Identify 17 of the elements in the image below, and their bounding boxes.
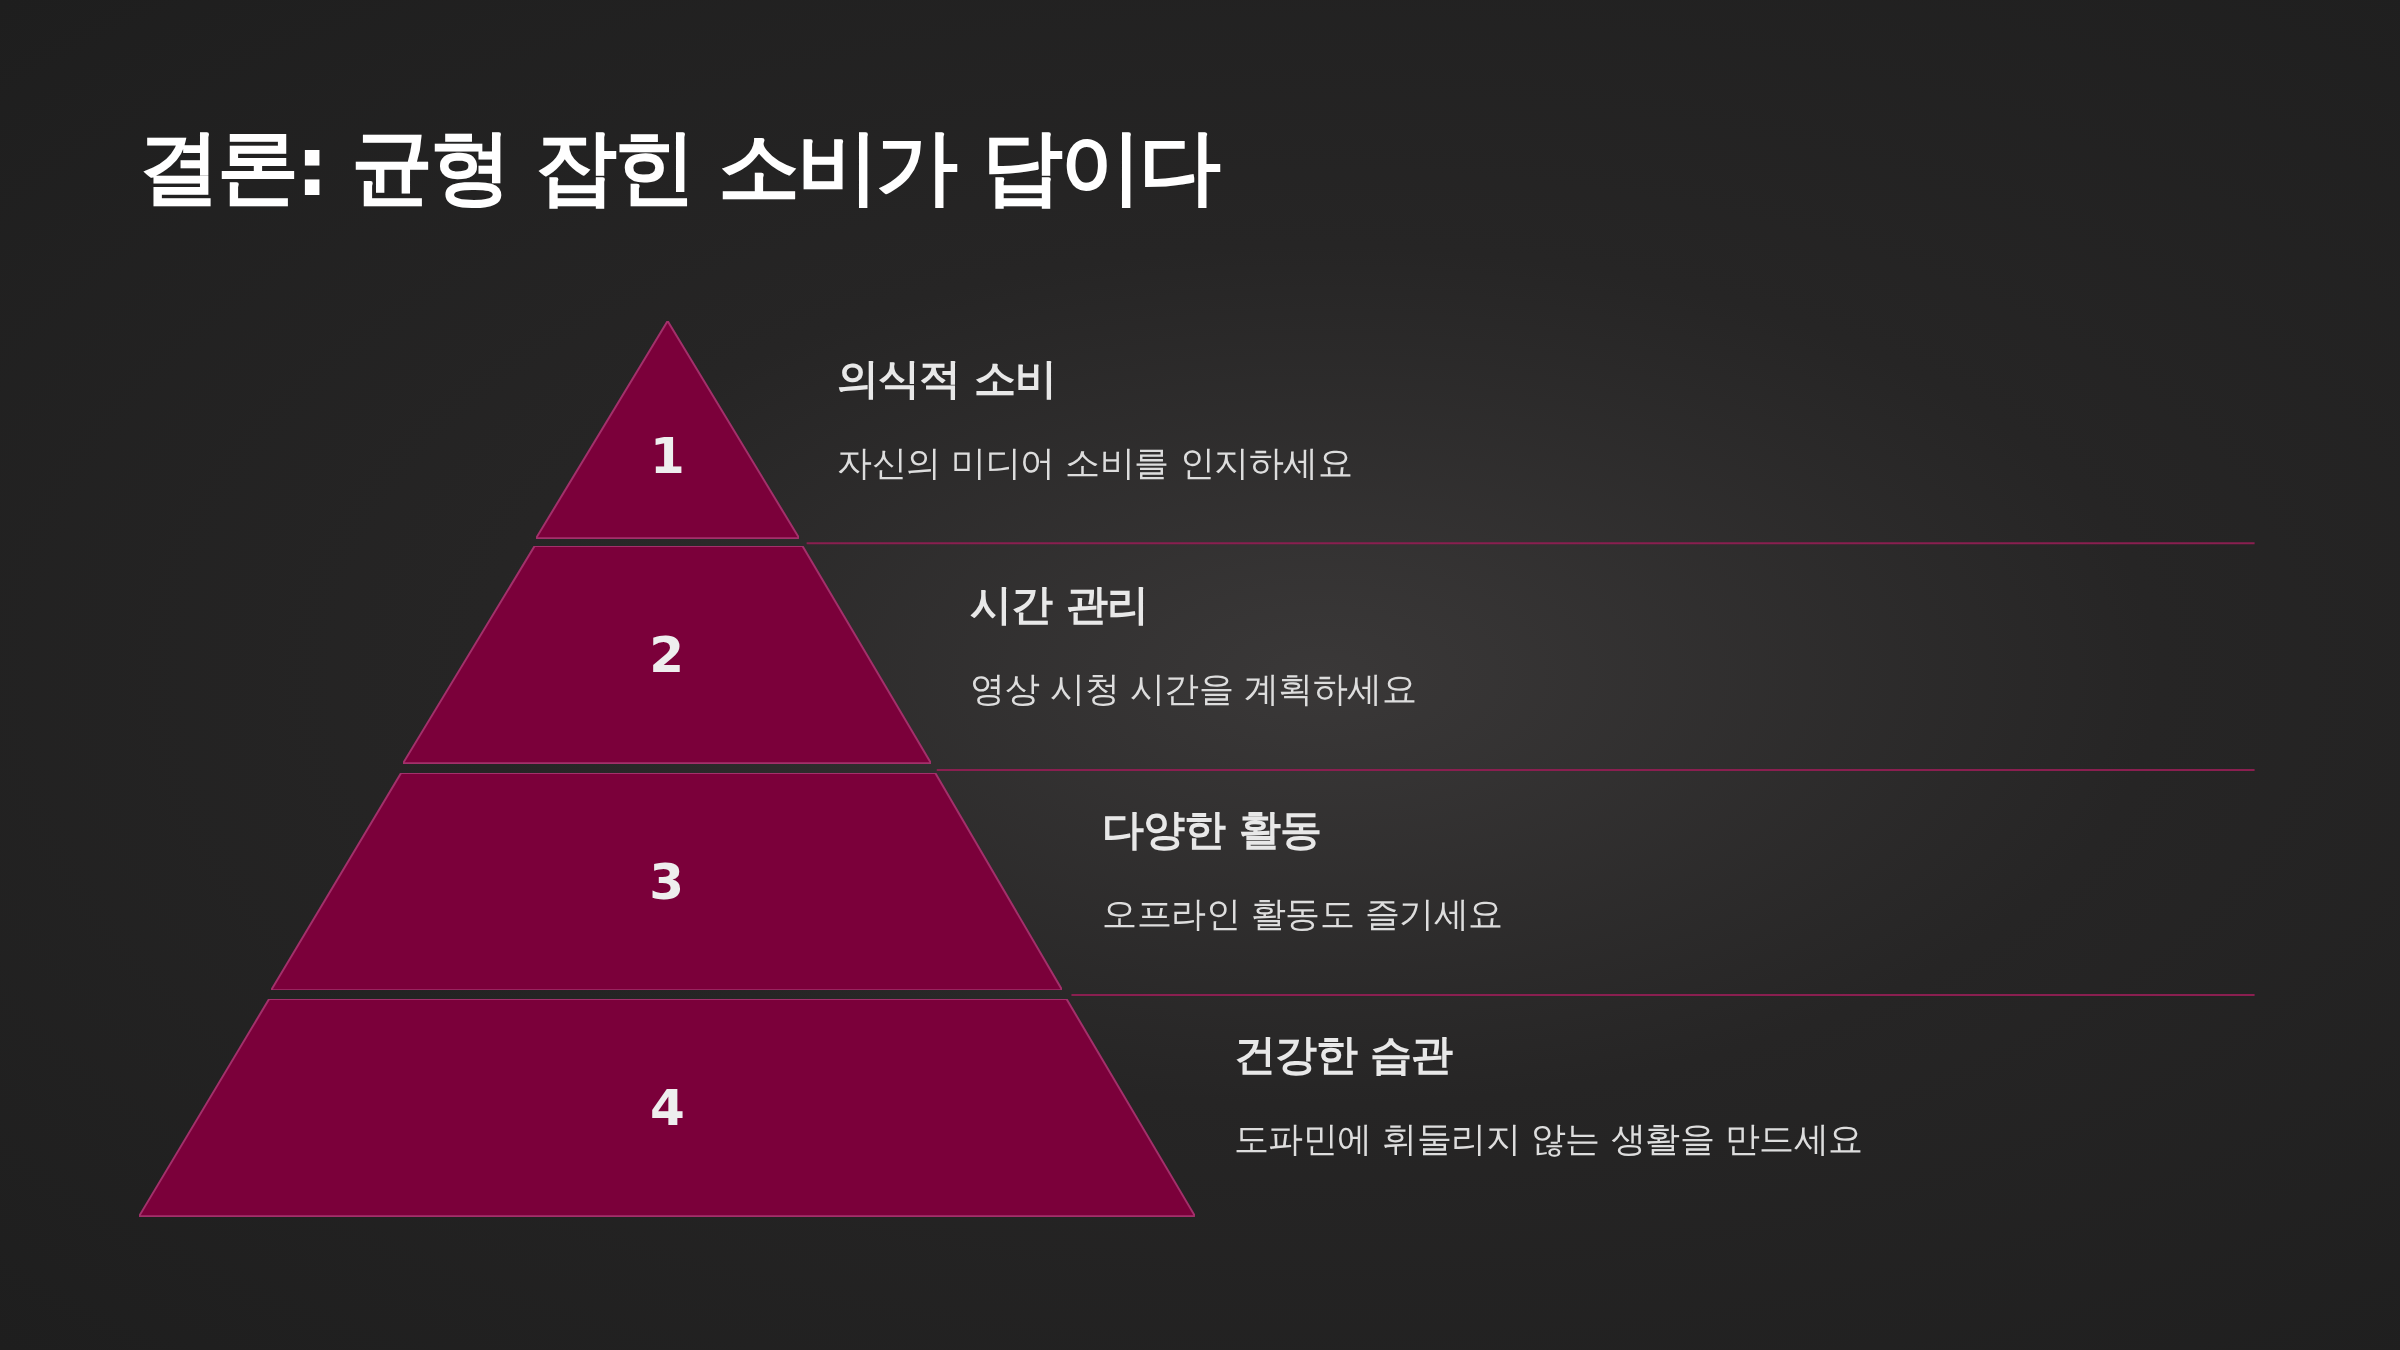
tier-heading: 시간 관리: [970, 584, 1149, 627]
tier-number: 4: [649, 1083, 685, 1134]
pyramid-top: [535, 321, 799, 539]
tier-number: 1: [649, 431, 685, 482]
tier-heading: 의식적 소비: [837, 357, 1056, 400]
tier-description: 오프라인 활동도 즐기세요: [1102, 897, 1503, 933]
slide-title: 결론: 균형 잡힌 소비가 답이다: [137, 125, 1218, 208]
pyramid-tier: [402, 546, 931, 764]
pyramid-tier: [139, 999, 1196, 1217]
tier-number: 2: [649, 630, 684, 681]
tier-number: 3: [649, 856, 684, 907]
tier-description: 자신의 미디어 소비를 인지하세요: [837, 445, 1353, 481]
tier-heading: 다양한 활동: [1102, 809, 1321, 852]
tier-description: 도파민에 휘둘리지 않는 생활을 만드세요: [1233, 1122, 1863, 1158]
tier-heading: 건강한 습관: [1233, 1034, 1453, 1077]
tier-description: 영상 시청 시간을 계획하세요: [970, 672, 1417, 708]
pyramid-tier: [270, 772, 1063, 991]
